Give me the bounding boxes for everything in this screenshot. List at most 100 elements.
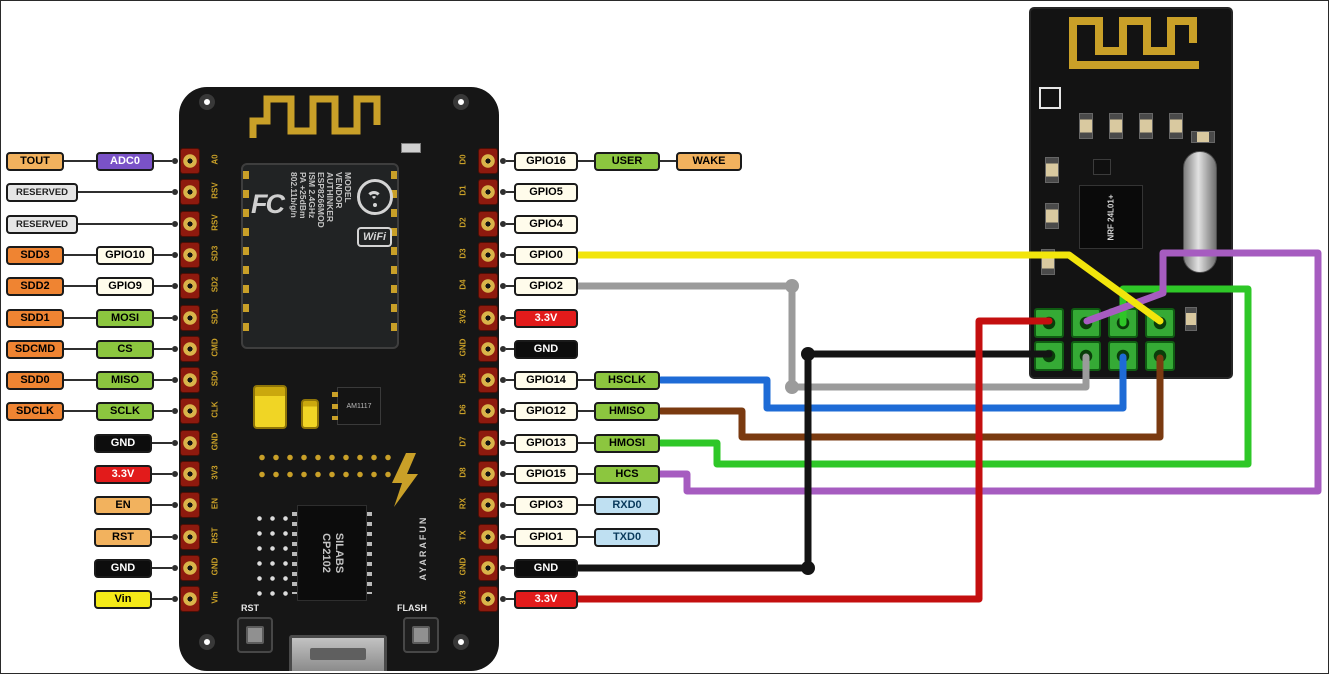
board-pin-pad bbox=[180, 492, 200, 518]
left-pin-row: GND bbox=[6, 433, 178, 453]
pin-label-sdclk: SDCLK bbox=[6, 401, 64, 421]
silkscreen-gnd: GND bbox=[210, 557, 220, 576]
connector-line bbox=[578, 379, 594, 381]
board-pin-pad bbox=[180, 148, 200, 174]
connector-dot bbox=[172, 471, 178, 477]
board-pin-pad bbox=[180, 305, 200, 331]
smd-resistor bbox=[1109, 113, 1123, 139]
connector-line bbox=[154, 160, 172, 162]
left-pin-row: 3.3V bbox=[6, 464, 178, 484]
silkscreen-gnd: GND bbox=[458, 338, 468, 357]
smd-resistor bbox=[1139, 113, 1153, 139]
silkscreen-tx: TX bbox=[458, 530, 468, 541]
voltage-regulator: AM1117 bbox=[332, 387, 381, 425]
capacitor bbox=[301, 399, 319, 429]
silkscreen-sd1: SD1 bbox=[210, 308, 220, 325]
pin-label-gpio5: GPIO5 bbox=[514, 182, 578, 202]
connector-dot bbox=[500, 252, 506, 258]
connector-line bbox=[506, 442, 514, 444]
connector-line bbox=[154, 317, 172, 319]
nrf-header-pin bbox=[1108, 308, 1138, 338]
nrf-header-pin bbox=[1145, 308, 1175, 338]
esp-module-text-line: PA +25dBm bbox=[298, 172, 308, 219]
nrf-header-pin bbox=[1071, 341, 1101, 371]
pin-label-gpio15: GPIO15 bbox=[514, 464, 578, 484]
connector-dot bbox=[500, 346, 506, 352]
right-pin-row: 3.3V bbox=[500, 308, 578, 328]
connector-line bbox=[154, 348, 172, 350]
pin-label-hcs: HCS bbox=[594, 464, 660, 484]
connector-line bbox=[152, 567, 172, 569]
button-cap bbox=[246, 626, 264, 644]
nrf-header-pin bbox=[1108, 341, 1138, 371]
board-pin-pad bbox=[180, 336, 200, 362]
pin-label-gnd: GND bbox=[94, 433, 152, 453]
smd-resistor bbox=[1191, 131, 1215, 143]
mounting-hole bbox=[453, 94, 469, 110]
connector-line bbox=[506, 317, 514, 319]
smd-component bbox=[401, 143, 421, 153]
connector-dot bbox=[172, 377, 178, 383]
pin-label-gnd: GND bbox=[514, 558, 578, 578]
connector-line bbox=[64, 317, 96, 319]
board-pin-pad bbox=[478, 555, 498, 581]
board-pin-pad bbox=[180, 367, 200, 393]
silkscreen-d4: D4 bbox=[458, 279, 468, 290]
connector-line bbox=[152, 442, 172, 444]
board-pin-pad bbox=[180, 430, 200, 456]
connector-dot bbox=[500, 440, 506, 446]
left-pin-row: EN bbox=[6, 495, 178, 515]
connector-line bbox=[506, 598, 514, 600]
rst-button-label: RST bbox=[241, 603, 259, 613]
connector-line bbox=[578, 504, 594, 506]
right-pin-row: GPIO2 bbox=[500, 276, 578, 296]
pin-label-gpio14: GPIO14 bbox=[514, 370, 578, 390]
silkscreen-sd3: SD3 bbox=[210, 245, 220, 262]
board-pin-pad bbox=[478, 461, 498, 487]
pin-label-sdcmd: SDCMD bbox=[6, 339, 64, 359]
wifi-wordmark: WiFi bbox=[357, 227, 393, 247]
silkscreen-gnd: GND bbox=[458, 557, 468, 576]
connector-line bbox=[78, 223, 172, 225]
smd-capacitor bbox=[1185, 307, 1197, 331]
pin-label-user: USER bbox=[594, 151, 660, 171]
nrf-header-pin bbox=[1071, 308, 1101, 338]
board-pin-pad bbox=[478, 398, 498, 424]
smd-resistor bbox=[1169, 113, 1183, 139]
board-pin-pad bbox=[478, 179, 498, 205]
silkscreen-a0: A0 bbox=[210, 154, 220, 165]
silkscreen-en: EN bbox=[210, 497, 220, 510]
pin-label-wake: WAKE bbox=[676, 151, 742, 171]
pin-label-gpio2: GPIO2 bbox=[514, 276, 578, 296]
wire-junction-dot bbox=[801, 561, 815, 575]
pin-label-gpio4: GPIO4 bbox=[514, 214, 578, 234]
pin-label-vin: Vin bbox=[94, 589, 152, 609]
pin-label-gnd: GND bbox=[94, 558, 152, 578]
nrf-header-pin bbox=[1145, 341, 1175, 371]
silkscreen-rx: RX bbox=[458, 497, 468, 510]
silkscreen-d6: D6 bbox=[458, 404, 468, 415]
silkscreen-3v3: 3V3 bbox=[458, 309, 468, 324]
pin-label-cs: CS bbox=[96, 339, 154, 359]
pin-label-sclk: SCLK bbox=[96, 401, 154, 421]
pin-label-gpio3: GPIO3 bbox=[514, 495, 578, 515]
through-hole-pads bbox=[253, 511, 293, 597]
connector-dot bbox=[172, 315, 178, 321]
pin-label-en: EN bbox=[94, 495, 152, 515]
connector-line bbox=[578, 473, 594, 475]
esp-module-text-line: 802.11b/g/n bbox=[289, 172, 299, 218]
rst-button bbox=[237, 617, 273, 653]
board-pin-pad bbox=[478, 242, 498, 268]
silkscreen-clk: CLK bbox=[210, 401, 220, 418]
flash-button-label: FLASH bbox=[397, 603, 427, 613]
connector-line bbox=[578, 160, 594, 162]
pin-label-3.3v: 3.3V bbox=[514, 308, 578, 328]
board-pin-pad bbox=[180, 461, 200, 487]
